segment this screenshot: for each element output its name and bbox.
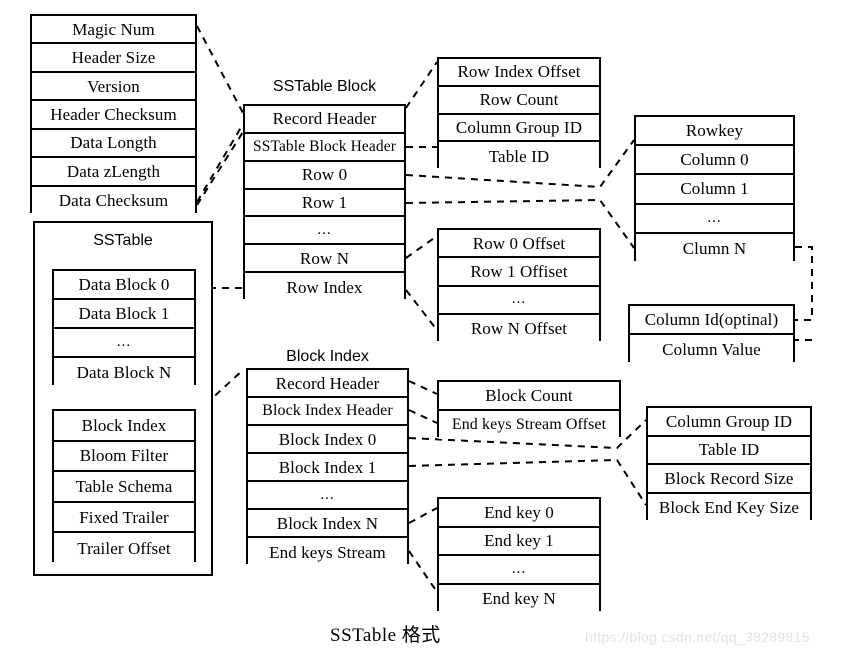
sstable-block-cell: SSTable Block Header [245,133,404,162]
sstable-block-title: SSTable Block [272,78,377,95]
watermark-text: https://blog.csdn.net/qq_38289815 [585,629,810,645]
end-key-cell: End key 1 [439,527,599,556]
block-index-cell: End keys Stream [248,538,407,566]
record-header-cell: Data Longth [32,129,195,159]
row-index-detail: Row 0 Offset Row 1 Offiset ... Row N Off… [437,228,601,343]
block-index-entry-cell: Block Record Size [648,465,810,494]
column-detail-cell: Column Id(optinal) [630,306,793,335]
data-block-cell: Data Block 0 [54,271,194,300]
block-index-block: Record Header Block Index Header Block I… [246,368,409,566]
record-header-cell: Version [32,72,195,102]
block-index-entry-cell: Block End Key Size [648,493,810,522]
block-index-cell: Block Index Header [248,398,407,426]
row-offset-cell: ... [439,286,599,315]
end-key-cell: End key N [439,584,599,613]
block-index-entry-detail: Column Group ID Table ID Block Record Si… [646,406,812,522]
block-index-header-detail: Block Count End keys Stream Offset [437,380,621,439]
block-header-cell: Column Group ID [439,114,599,143]
column-detail: Column Id(optinal) Column Value [628,304,795,364]
row-detail: Rowkey Column 0 Column 1 ... Clumn N [634,115,795,263]
row-detail-cell: Rowkey [636,117,793,147]
end-key-cell: End key 0 [439,499,599,528]
end-keys-stream-detail: End key 0 End key 1 ... End key N [437,497,601,613]
block-index-cell: Block Index 0 [248,426,407,454]
sstable-block-cell: Row 0 [245,161,404,190]
row-detail-cell: Column 0 [636,146,793,176]
record-header-cell: Header Size [32,44,195,73]
block-header-cell: Table ID [439,142,599,170]
record-header-cell: Magic Num [32,16,195,45]
sstable-block-cell: Row N [245,245,404,274]
record-header-cell: Data Checksum [32,186,195,215]
end-key-cell: ... [439,556,599,585]
row-detail-cell: Column 1 [636,175,793,205]
block-index-header-cell: End keys Stream Offset [439,410,619,439]
block-header-cell: Row Count [439,86,599,115]
meta-block-cell: Fixed Trailer [54,502,194,534]
sstable-meta-blocks: Block Index Bloom Filter Table Schema Fi… [52,409,196,564]
meta-block-cell: Bloom Filter [54,441,194,473]
block-index-cell: Record Header [248,370,407,398]
diagram-caption: SSTable 格式 [330,625,441,646]
data-block-cell: ... [54,329,194,358]
row-offset-cell: Row N Offset [439,314,599,343]
block-index-entry-cell: Table ID [648,436,810,465]
row-offset-cell: Row 0 Offset [439,230,599,259]
row-detail-cell: ... [636,204,793,234]
sstable-block-cell: Row 1 [245,189,404,218]
record-header-block: Magic Num Header Size Version Header Che… [30,14,197,215]
record-header-cell: Header Checksum [32,101,195,130]
sstable-data-blocks: Data Block 0 Data Block 1 ... Data Block… [52,269,196,387]
block-index-title: Block Index [286,348,369,365]
sstable-title: SSTable [93,232,153,249]
data-block-cell: Data Block N [54,358,194,387]
sstable-block-cell: Record Header [245,106,404,134]
sstable-block-cell: Row Index [245,273,404,301]
block-index-cell: Block Index 1 [248,454,407,482]
block-index-cell: ... [248,482,407,510]
data-block-cell: Data Block 1 [54,300,194,329]
meta-block-cell: Block Index [54,411,194,442]
block-index-cell: Block Index N [248,510,407,538]
row-detail-cell: Clumn N [636,233,793,263]
block-index-header-cell: Block Count [439,382,619,411]
sstable-block: Record Header SSTable Block Header Row 0… [243,104,406,301]
column-detail-cell: Column Value [630,335,793,364]
sstable-block-cell: ... [245,217,404,246]
meta-block-cell: Table Schema [54,472,194,503]
block-header-cell: Row Index Offset [439,59,599,87]
record-header-cell: Data zLength [32,158,195,187]
sstable-block-header-detail: Row Index Offset Row Count Column Group … [437,57,601,170]
row-offset-cell: Row 1 Offiset [439,258,599,287]
meta-block-cell: Trailer Offset [54,533,194,564]
block-index-entry-cell: Column Group ID [648,408,810,437]
